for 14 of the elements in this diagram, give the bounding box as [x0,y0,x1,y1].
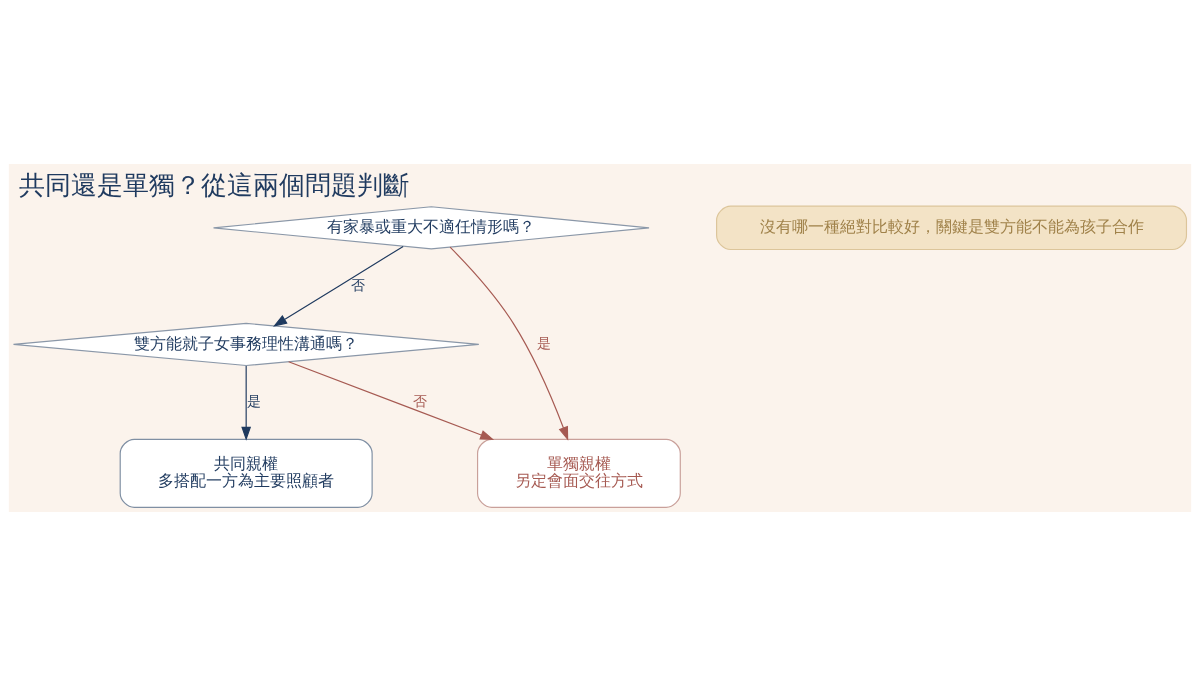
arrow [273,245,404,327]
node-box: 單獨親權 另定會面交往方式 [477,438,681,508]
diagram-title: 共同還是單獨？從這兩個問題判斷 [19,169,410,200]
node-diamond: 雙方能就子女事務理性溝通嗎？ [12,322,480,366]
edge-label: 是 [537,334,552,351]
node-box: 沒有哪一種絕對比較好，關鍵是雙方能不能為孩子合作 [716,205,1188,250]
edge-label: 是 [246,392,261,409]
edge-label: 否 [351,276,366,293]
node-box: 共同親權 多搭配一方為主要照顧者 [119,438,373,508]
arrow [449,246,569,441]
edge-label: 否 [413,392,428,409]
arrow [288,360,495,440]
arrow [241,364,252,441]
node-diamond: 有家暴或重大不適任情形嗎？ [212,205,650,250]
